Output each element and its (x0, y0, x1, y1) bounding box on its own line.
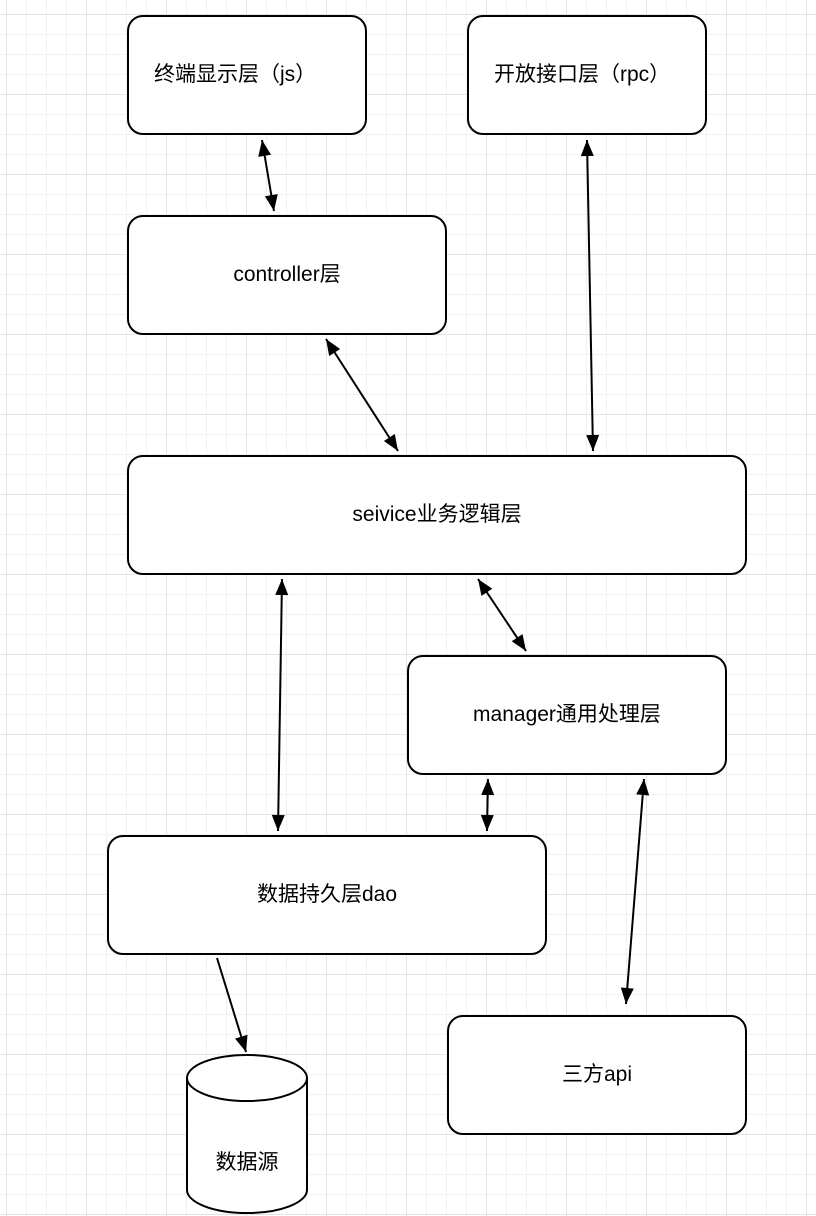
dao-layer-node[interactable]: 数据持久层dao (107, 835, 547, 955)
arrowhead-service (275, 579, 289, 596)
arrowhead-manager (636, 779, 650, 796)
datasource-cylinder[interactable]: 数据源 (186, 1054, 308, 1214)
database-icon (186, 1054, 308, 1214)
terminal-display-layer-label: 终端显示层（js） (154, 63, 317, 87)
arrowhead-service (383, 434, 398, 451)
manager-layer-node[interactable]: manager通用处理层 (407, 655, 727, 775)
arrowhead-controller (264, 194, 278, 211)
third-party-api-node[interactable]: 三方api (447, 1015, 747, 1135)
connector-service-manager (477, 578, 527, 652)
manager-layer-label: manager通用处理层 (473, 703, 661, 727)
connector-terminal-controller (261, 139, 275, 212)
arrowhead-manager (481, 779, 495, 796)
arrowhead-service (586, 434, 600, 451)
open-api-layer-node[interactable]: 开放接口层（rpc） (467, 15, 707, 135)
dao-layer-label: 数据持久层dao (256, 883, 398, 907)
connector-manager-third-party (625, 778, 645, 1005)
open-api-layer-label: 开放接口层（rpc） (494, 63, 671, 87)
arrowhead-datasource (235, 1034, 248, 1052)
connector-service-dao (277, 578, 283, 832)
arrowhead-controller (326, 339, 341, 356)
third-party-api-label: 三方api (561, 1063, 633, 1087)
connector-open-api-service (586, 139, 594, 452)
datasource-label: 数据源 (215, 1151, 279, 1174)
connector-dao-datasource (216, 957, 247, 1053)
controller-layer-node[interactable]: controller层 (127, 215, 447, 335)
connector-manager-dao (486, 778, 489, 832)
arrowhead-dao (271, 814, 285, 831)
service-layer-node[interactable]: seivice业务逻辑层 (127, 455, 747, 575)
service-layer-label: seivice业务逻辑层 (352, 503, 522, 527)
arrowhead-terminal (258, 140, 272, 157)
connector-controller-service (325, 338, 399, 452)
arrowhead-dao (480, 814, 494, 831)
arrowhead-service (478, 579, 493, 596)
terminal-display-layer-node[interactable]: 终端显示层（js） (127, 15, 367, 135)
arrowhead-open-api (580, 140, 594, 157)
controller-layer-label: controller层 (233, 263, 341, 287)
arrowhead-third-party (620, 987, 634, 1004)
arrowhead-manager (511, 634, 526, 651)
